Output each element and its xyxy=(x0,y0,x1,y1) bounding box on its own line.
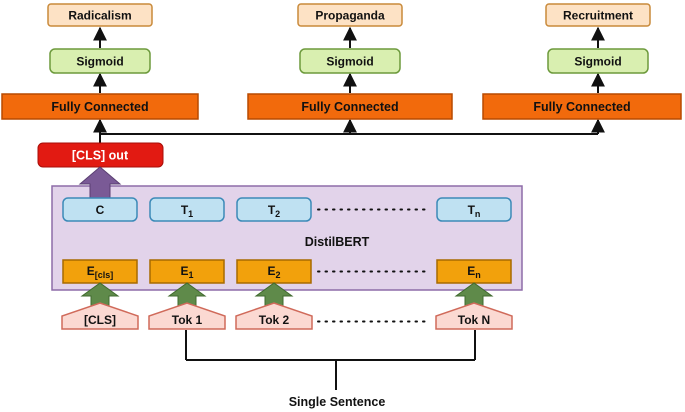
token-tok2-label: Tok 2 xyxy=(259,313,290,327)
embedding-cls-label: E[cls] xyxy=(87,264,114,280)
token-cls: [CLS] xyxy=(61,302,139,330)
sigmoid-label-2: Sigmoid xyxy=(326,55,373,69)
sigmoid-box-2: Sigmoid xyxy=(299,48,401,74)
embedding-e1-label: E1 xyxy=(180,264,193,280)
output-propaganda: Propaganda xyxy=(297,3,403,27)
purple-up-arrow xyxy=(78,166,122,199)
input-sentence-label: Single Sentence xyxy=(289,395,386,409)
hidden-box-t2: T2 xyxy=(236,197,312,222)
hidden-t2-label: T2 xyxy=(268,203,280,219)
cls-out-box: [CLS] out xyxy=(37,142,164,168)
hidden-tn-label: Tn xyxy=(468,203,481,219)
fully-connected-box-1: Fully Connected xyxy=(1,93,199,120)
fully-connected-box-2: Fully Connected xyxy=(247,93,453,120)
output-propaganda-label: Propaganda xyxy=(315,9,385,23)
output-radicalism-label: Radicalism xyxy=(68,9,131,23)
fully-connected-label-2: Fully Connected xyxy=(301,100,398,114)
token-tok2: Tok 2 xyxy=(235,302,313,330)
hidden-box-c: C xyxy=(62,197,138,222)
hidden-t1-label: T1 xyxy=(181,203,193,219)
sigmoid-box-1: Sigmoid xyxy=(49,48,151,74)
hidden-box-tn: Tn xyxy=(436,197,512,222)
token-tokn: Tok N xyxy=(435,302,513,330)
token-cls-label: [CLS] xyxy=(84,313,116,327)
token-tok1-label: Tok 1 xyxy=(172,313,203,327)
embedding-box-cls: E[cls] xyxy=(62,259,138,284)
distilbert-label: DistilBERT xyxy=(305,235,370,249)
hidden-c-label: C xyxy=(96,203,105,217)
output-recruitment: Recruitment xyxy=(545,3,651,27)
output-recruitment-label: Recruitment xyxy=(563,9,633,23)
cls-out-label: [CLS] out xyxy=(72,149,129,163)
embedding-en-label: En xyxy=(467,264,481,280)
embedding-box-e1: E1 xyxy=(149,259,225,284)
sigmoid-box-3: Sigmoid xyxy=(547,48,649,74)
fully-connected-label-1: Fully Connected xyxy=(51,100,148,114)
token-tok1: Tok 1 xyxy=(148,302,226,330)
embedding-box-e2: E2 xyxy=(236,259,312,284)
fully-connected-label-3: Fully Connected xyxy=(533,100,630,114)
embedding-e2-label: E2 xyxy=(267,264,280,280)
sigmoid-label-1: Sigmoid xyxy=(76,55,123,69)
hidden-box-t1: T1 xyxy=(149,197,225,222)
connectors xyxy=(93,26,605,390)
sigmoid-label-3: Sigmoid xyxy=(574,55,621,69)
token-tokn-label: Tok N xyxy=(458,313,490,327)
embedding-box-en: En xyxy=(436,259,512,284)
output-radicalism: Radicalism xyxy=(47,3,153,27)
fully-connected-box-3: Fully Connected xyxy=(482,93,682,120)
